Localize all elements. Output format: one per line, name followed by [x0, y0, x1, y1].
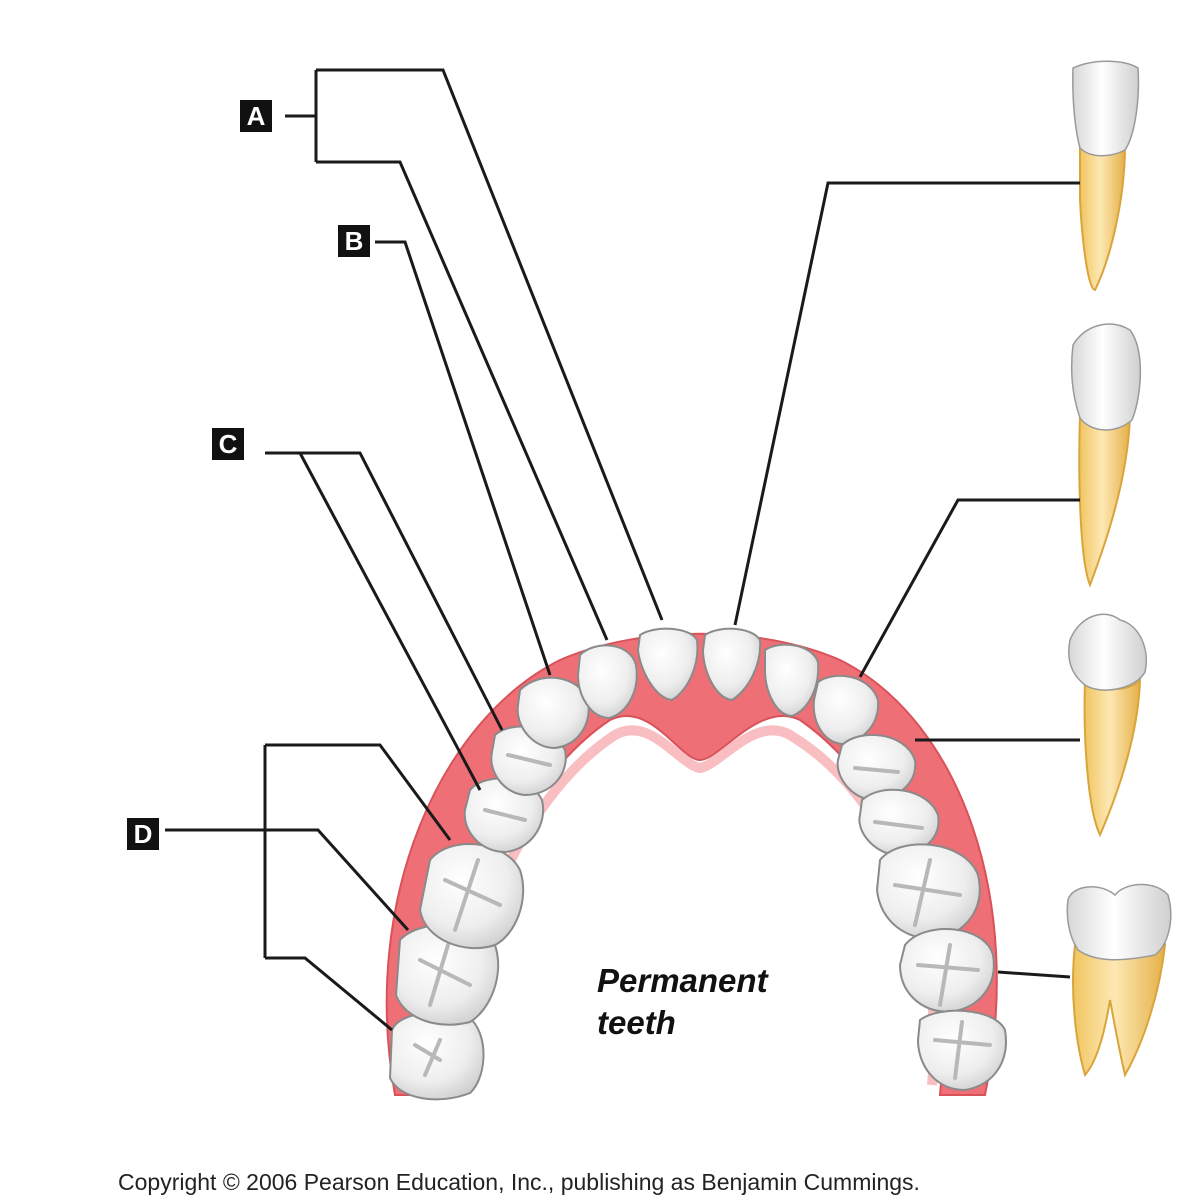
- molar-right-1: [875, 843, 981, 940]
- leader-lines-a: [285, 68, 664, 641]
- canine-right: [812, 674, 880, 746]
- label-c-text: C: [219, 429, 238, 459]
- molar-right-3: [916, 1009, 1007, 1092]
- label-c: C: [212, 428, 244, 460]
- molar-right-2: [898, 928, 995, 1014]
- molar-left-3: [388, 1011, 485, 1101]
- teeth-left: [388, 627, 699, 1101]
- incisor-right-2: [764, 643, 820, 718]
- label-d-text: D: [134, 819, 153, 849]
- leader-lines-right: [733, 181, 1080, 979]
- caption-line-2: teeth: [597, 1004, 676, 1041]
- label-a-text: A: [247, 101, 266, 131]
- canine-left: [516, 676, 590, 750]
- leader-lines-b: [375, 240, 552, 676]
- incisor-right-1: [701, 627, 762, 702]
- caption-line-1: Permanent: [597, 962, 770, 999]
- premolar-left-2: [463, 777, 545, 854]
- label-b: B: [338, 225, 370, 257]
- copyright-notice: Copyright © 2006 Pearson Education, Inc.…: [118, 1169, 920, 1195]
- label-a: A: [240, 100, 272, 132]
- molar-illustration: [1066, 883, 1172, 1078]
- incisor-illustration: [1072, 60, 1140, 292]
- incisor-left-2: [576, 644, 638, 720]
- leader-lines-d: [165, 743, 452, 1032]
- premolar-right-2: [858, 788, 940, 857]
- leader-lines-c: [265, 451, 504, 791]
- premolar-illustration: [1068, 613, 1147, 838]
- label-b-text: B: [345, 226, 364, 256]
- premolar-right-1: [836, 733, 917, 802]
- molar-left-1: [418, 843, 525, 950]
- canine-illustration: [1070, 323, 1142, 588]
- incisor-left-1: [636, 627, 699, 702]
- label-d: D: [127, 818, 159, 850]
- teeth-right: [701, 627, 1007, 1092]
